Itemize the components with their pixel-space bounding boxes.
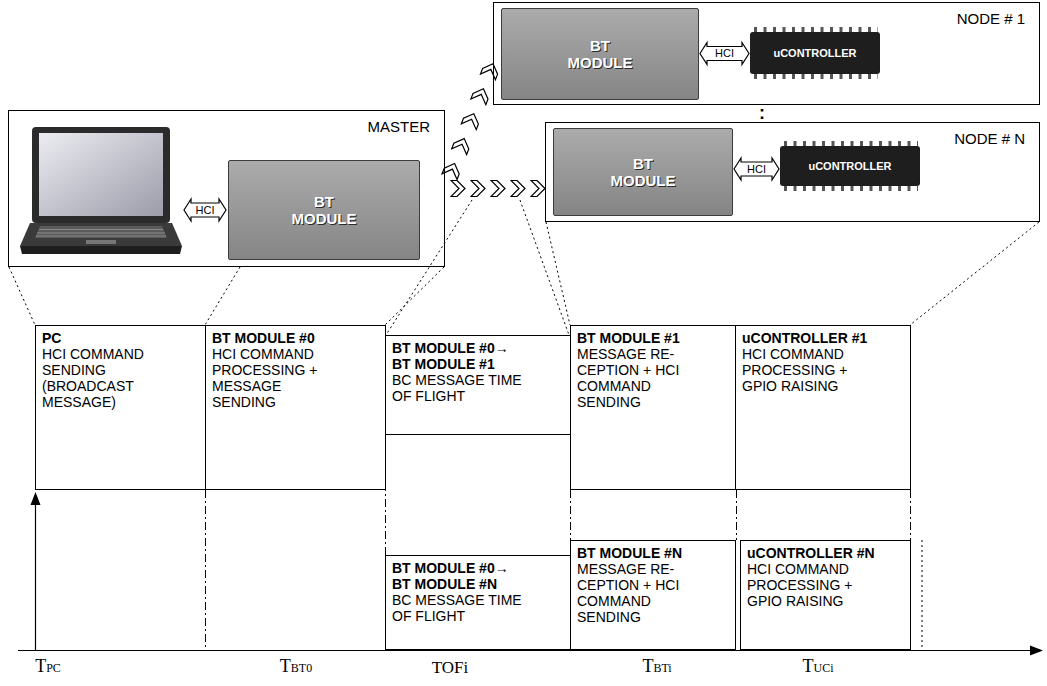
timeline-step-box: BT MODULE #NMESSAGE RE- CEPTION + HCI CO… bbox=[570, 540, 736, 650]
hci-label: HCI bbox=[195, 205, 216, 216]
step-heading: PC bbox=[42, 330, 172, 346]
laptop-base bbox=[20, 223, 182, 246]
timeline-step-box: BT MODULE #0→ BT MODULE #NBC MESSAGE TIM… bbox=[385, 555, 571, 650]
leader-line bbox=[922, 540, 923, 650]
hci-double-arrow-master bbox=[184, 199, 226, 221]
time-axis-head bbox=[1030, 646, 1043, 656]
frame-title: NODE # N bbox=[954, 130, 1025, 148]
step-body: HCI COMMAND SENDING (BROADCAST MESSAGE) bbox=[42, 346, 172, 410]
edge-label: HCI bbox=[714, 48, 735, 59]
time-axis-label: TBTi bbox=[642, 656, 671, 679]
laptop-lid bbox=[32, 127, 170, 223]
laptop-illustration bbox=[20, 127, 182, 254]
leader-line bbox=[205, 267, 240, 325]
laptop-front-edge bbox=[20, 246, 182, 254]
leader-line bbox=[546, 222, 570, 325]
frame-title: MASTER bbox=[367, 118, 430, 136]
step-heading: BT MODULE #0 bbox=[212, 330, 334, 346]
timeline-step-box: uCONTROLLER #1HCI COMMAND PROCESSING + G… bbox=[735, 325, 911, 490]
step-body: MESSAGE RE- CEPTION + HCI COMMAND SENDIN… bbox=[577, 346, 703, 410]
divider-line bbox=[736, 490, 737, 540]
chip-label: uCONTROLLER bbox=[808, 160, 891, 173]
laptop-keyboard bbox=[35, 226, 167, 238]
step-body: MESSAGE RE- CEPTION + HCI COMMAND SENDIN… bbox=[577, 561, 703, 625]
edge-label: HCI bbox=[746, 164, 767, 175]
step-heading: BT MODULE #N bbox=[577, 545, 703, 561]
divider-line bbox=[910, 490, 911, 540]
time-axis-label: TOFi bbox=[432, 657, 469, 678]
step-heading: uCONTROLLER #1 bbox=[742, 330, 876, 346]
laptop-screen bbox=[39, 133, 163, 216]
time-axis bbox=[18, 650, 1032, 651]
module-label: BT MODULE bbox=[564, 37, 636, 71]
module-label: BT MODULE bbox=[288, 193, 360, 227]
step-body: HCI COMMAND PROCESSING + MESSAGE SENDING bbox=[212, 346, 334, 410]
bt-module-board: BT MODULE bbox=[501, 8, 699, 100]
leader-line bbox=[385, 267, 444, 325]
microcontroller-chip: uCONTROLLER bbox=[750, 32, 880, 74]
vertical-axis-head bbox=[31, 492, 41, 505]
step-body: BC MESSAGE TIME OF FLIGHT bbox=[392, 372, 528, 404]
time-axis-label: TPC bbox=[35, 656, 61, 679]
microcontroller-chip: uCONTROLLER bbox=[780, 146, 920, 186]
timeline-step-box: BT MODULE #0→ BT MODULE #1BC MESSAGE TIM… bbox=[385, 335, 571, 435]
ellipsis-colon: : bbox=[759, 104, 765, 122]
timeline-step-box: uCONTROLLER #NHCI COMMAND PROCESSING + G… bbox=[740, 540, 911, 650]
time-axes bbox=[18, 492, 1043, 656]
chip-label: uCONTROLLER bbox=[773, 47, 856, 60]
step-heading: BT MODULE #0→ BT MODULE #N bbox=[392, 560, 528, 592]
leader-line bbox=[910, 222, 1039, 325]
hci-double-arrow bbox=[700, 43, 749, 65]
step-body: HCI COMMAND PROCESSING + GPIO RAISING bbox=[742, 346, 876, 394]
divider-line bbox=[570, 490, 571, 540]
zoom-leader-lines bbox=[9, 200, 1039, 650]
step-heading: BT MODULE #1 bbox=[577, 330, 703, 346]
vertical-axis bbox=[35, 503, 36, 650]
frame-box: MASTER BT MODULE bbox=[8, 110, 445, 267]
chip-pins-bottom bbox=[784, 186, 918, 191]
step-body: HCI COMMAND PROCESSING + GPIO RAISING bbox=[747, 561, 883, 609]
time-axis-label: TUCi bbox=[802, 656, 833, 679]
time-axis-label: TBT0 bbox=[280, 656, 312, 679]
timeline-step-box: BT MODULE #1MESSAGE RE- CEPTION + HCI CO… bbox=[570, 325, 736, 490]
laptop-touchpad bbox=[86, 240, 116, 244]
broadcast-chevrons bbox=[445, 188, 545, 189]
module-label: BT MODULE bbox=[607, 155, 679, 189]
keyboard-rows bbox=[36, 230, 166, 237]
bt-module-board: BT MODULE bbox=[228, 160, 420, 260]
frame-box: NODE # 1 BT MODULE uCONTROLLER bbox=[493, 2, 1040, 105]
timeline-step-box: PCHCI COMMAND SENDING (BROADCAST MESSAGE… bbox=[35, 325, 206, 490]
timeline-step-box: BT MODULE #0HCI COMMAND PROCESSING + MES… bbox=[205, 325, 386, 490]
divider-line bbox=[205, 490, 206, 650]
step-heading: uCONTROLLER #N bbox=[747, 545, 883, 561]
frame-box: NODE # N BT MODULE uCONTROLLER bbox=[545, 122, 1040, 222]
step-body: BC MESSAGE TIME OF FLIGHT bbox=[392, 592, 528, 624]
step-heading: BT MODULE #0→ BT MODULE #1 bbox=[392, 340, 528, 372]
hci-double-arrow bbox=[734, 158, 779, 180]
bt-module-board: BT MODULE bbox=[553, 128, 733, 216]
chip-pins-bottom bbox=[754, 74, 878, 79]
frame-title: NODE # 1 bbox=[957, 10, 1025, 28]
leader-line bbox=[9, 267, 35, 325]
broadcast-chevrons bbox=[445, 64, 493, 189]
